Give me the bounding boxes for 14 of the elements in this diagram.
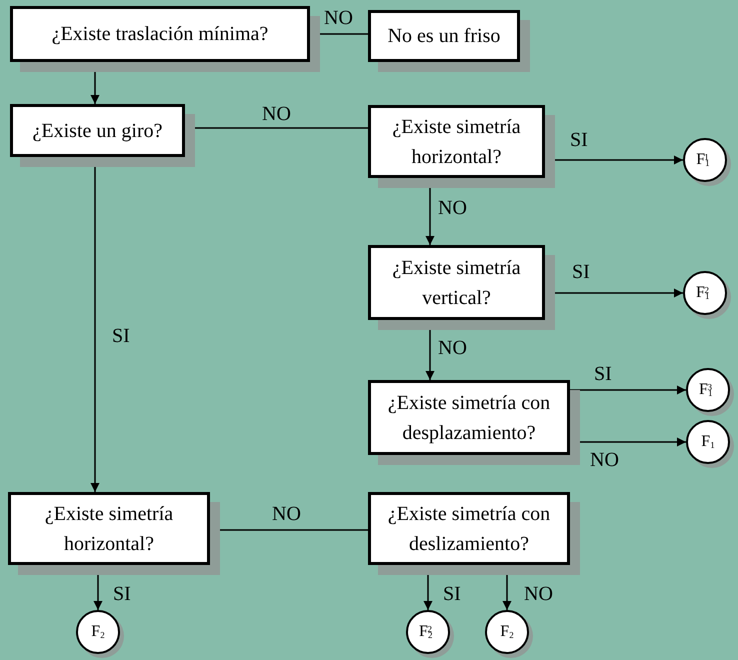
edge-label: NO (524, 584, 553, 604)
edge-label: NO (438, 198, 467, 218)
arrow (570, 386, 686, 394)
edge-label: NO (324, 8, 353, 28)
edge-label: SI (570, 130, 588, 150)
edge-label: NO (590, 450, 619, 470)
edge-label: SI (572, 262, 590, 282)
edge-label: SI (443, 584, 461, 604)
edge-label: NO (438, 338, 467, 358)
edge-label: SI (113, 584, 131, 604)
edge-label: SI (594, 364, 612, 384)
edge-label: NO (262, 104, 291, 124)
edge-label: SI (112, 326, 130, 346)
edge-label: NO (272, 504, 301, 524)
